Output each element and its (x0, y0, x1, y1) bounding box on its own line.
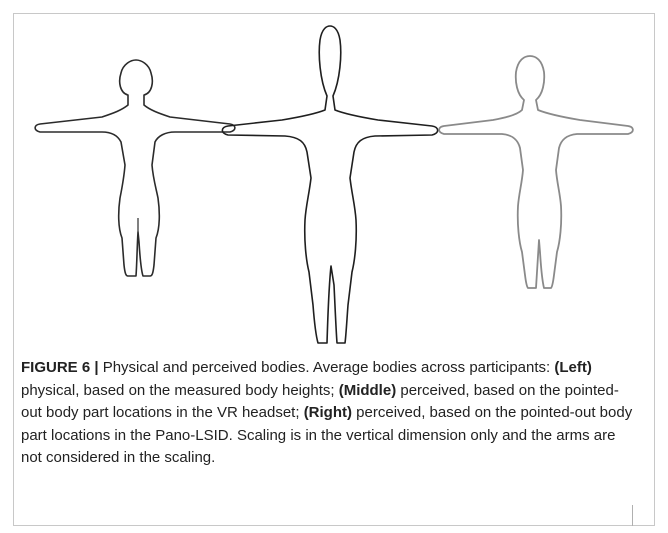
body-left-physical (35, 60, 235, 276)
body-right-outline (439, 56, 633, 288)
frame-corner-mark (632, 505, 633, 526)
body-left-outline (35, 60, 235, 276)
caption-middle-label: (Middle) (339, 382, 397, 399)
figure-caption: FIGURE 6 | Physical and perceived bodies… (21, 357, 633, 470)
caption-left-label: (Left) (554, 359, 592, 376)
body-middle-perceived-vr (222, 26, 437, 343)
caption-left-text: physical, based on the measured body hei… (21, 382, 339, 399)
body-right-perceived-pano (439, 56, 633, 288)
body-middle-outline (222, 26, 437, 343)
caption-right-label: (Right) (304, 404, 352, 421)
figure-label: FIGURE 6 | (21, 359, 99, 376)
figure-image (0, 0, 668, 360)
caption-intro: Physical and perceived bodies. Average b… (99, 359, 555, 376)
